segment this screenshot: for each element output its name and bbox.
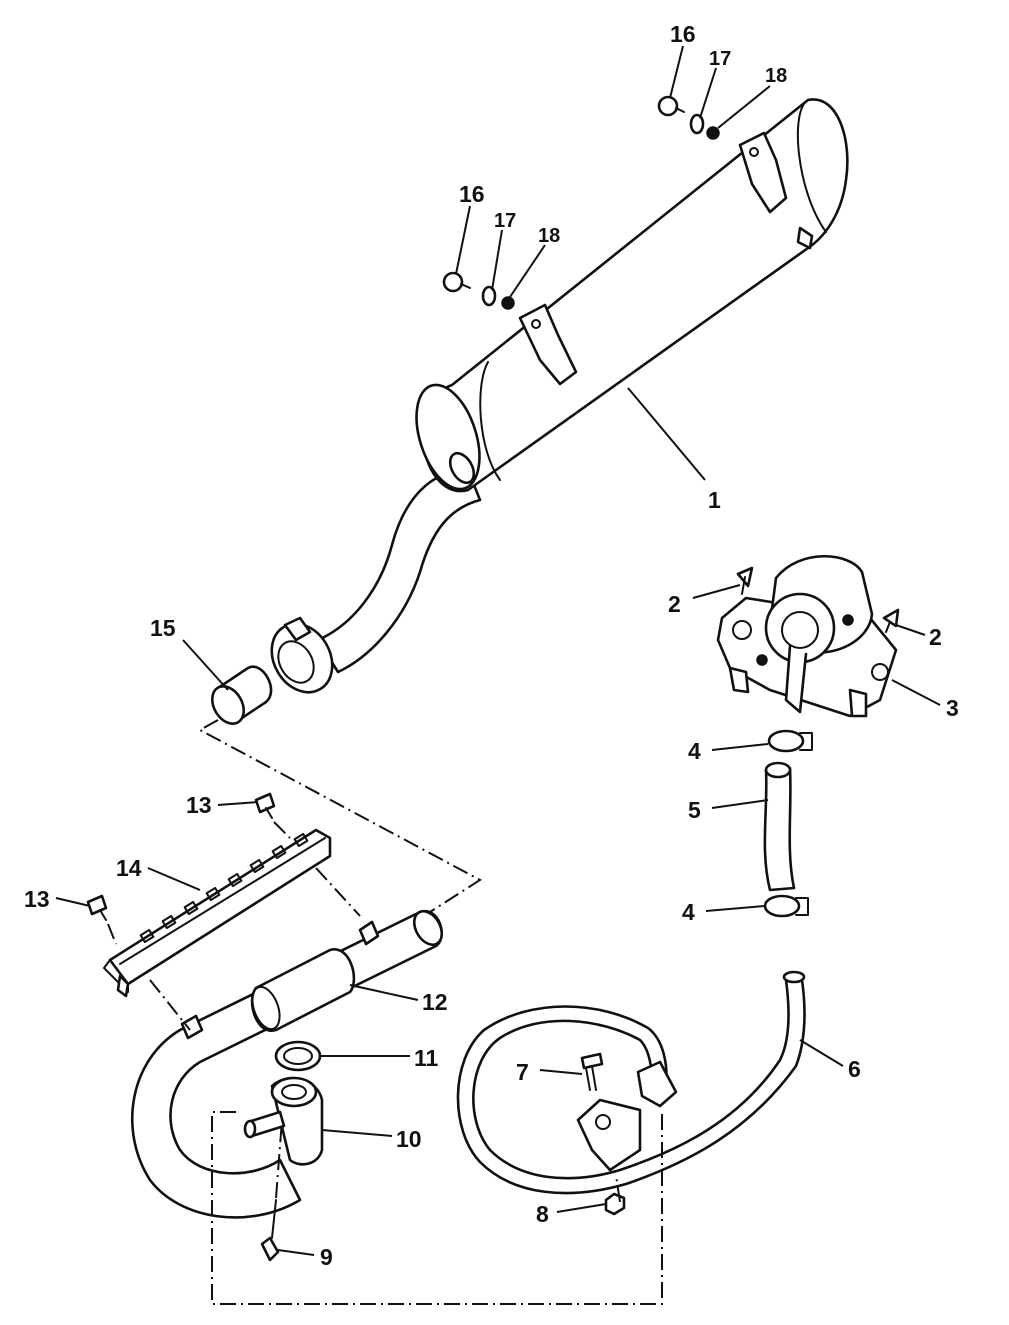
nut-8 bbox=[604, 1192, 626, 1216]
hose-clip-lower bbox=[763, 894, 809, 918]
bolt-9 bbox=[260, 1119, 283, 1262]
bolt-set-upper bbox=[657, 95, 720, 140]
assembly-lines bbox=[197, 719, 663, 1305]
callout-18-upper: 18 bbox=[765, 65, 787, 87]
callout-2-right: 2 bbox=[929, 624, 942, 650]
callout-13-top: 13 bbox=[186, 792, 212, 818]
heat-shield-holes bbox=[139, 832, 309, 944]
callout-2-left: 2 bbox=[668, 591, 681, 617]
air-valve bbox=[716, 555, 898, 718]
bolt-set-middle bbox=[442, 271, 515, 310]
callout-8: 8 bbox=[536, 1201, 549, 1227]
muffler bbox=[316, 98, 849, 674]
screw-left bbox=[736, 566, 754, 595]
callouts: 1 2 2 3 4 4 5 6 7 8 9 10 11 12 13 13 14 … bbox=[24, 21, 959, 1270]
exhaust-flange bbox=[243, 1076, 324, 1166]
callout-6: 6 bbox=[848, 1056, 861, 1082]
screw-13-top bbox=[254, 792, 291, 839]
gasket bbox=[274, 1040, 322, 1072]
heat-shield bbox=[103, 828, 361, 1031]
callout-15: 15 bbox=[150, 615, 176, 641]
callout-7: 7 bbox=[516, 1059, 529, 1085]
callout-17-upper: 17 bbox=[709, 48, 731, 70]
callout-3: 3 bbox=[946, 695, 959, 721]
callout-13-left: 13 bbox=[24, 886, 50, 912]
callout-4-upper: 4 bbox=[688, 738, 701, 764]
callout-5: 5 bbox=[688, 797, 701, 823]
callout-14: 14 bbox=[116, 855, 142, 881]
callout-11: 11 bbox=[414, 1045, 439, 1071]
callout-16-middle: 16 bbox=[459, 181, 485, 207]
callout-17-middle: 17 bbox=[494, 210, 516, 232]
callout-4-lower: 4 bbox=[682, 899, 695, 925]
bolt-7 bbox=[580, 1052, 604, 1091]
sleeve-gasket bbox=[210, 665, 273, 725]
hose-clip-upper bbox=[767, 729, 813, 753]
exhaust-pipe bbox=[130, 909, 444, 1219]
callout-1: 1 bbox=[708, 487, 721, 513]
screw-right bbox=[882, 608, 900, 633]
tail-pipe-clamp bbox=[270, 616, 334, 694]
callout-9: 9 bbox=[320, 1244, 333, 1270]
hose bbox=[763, 761, 796, 892]
leader-lines bbox=[55, 45, 941, 1256]
callout-12: 12 bbox=[422, 989, 448, 1015]
callout-18-middle: 18 bbox=[538, 225, 560, 247]
screw-13-left bbox=[86, 894, 117, 945]
callout-10: 10 bbox=[396, 1126, 422, 1152]
air-pipe bbox=[456, 970, 806, 1195]
callout-16-upper: 16 bbox=[670, 21, 696, 47]
